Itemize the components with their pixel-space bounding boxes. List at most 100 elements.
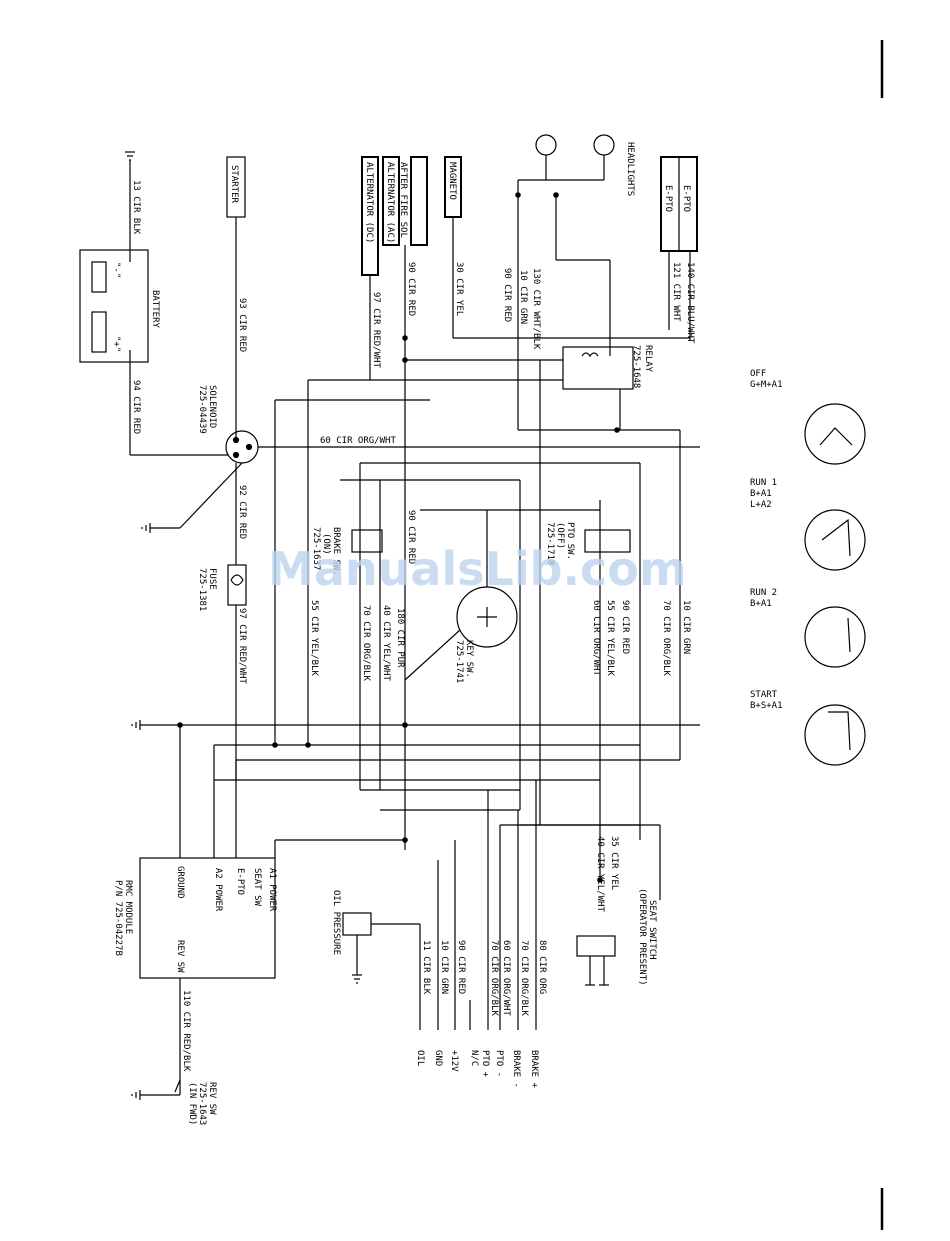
label-epto2: E-PTO	[663, 185, 673, 212]
label-w110: 110 CIR RED/BLK	[181, 990, 191, 1072]
label-relay: RELAY	[643, 345, 653, 373]
relay-symbol	[562, 346, 634, 390]
label-rmc-epto: E-PTO	[235, 868, 245, 895]
key-pos-run2-combo: B+A1	[750, 599, 772, 609]
label-conn-brake-m: BRAKE -	[511, 1050, 521, 1088]
label-rmc-a1: A1 POWER	[267, 868, 277, 912]
label-fuse-pn: 725-1381	[197, 568, 207, 611]
label-pto-sw: PTO SW.	[565, 522, 575, 560]
label-w90d: 90 CIR RED	[620, 600, 630, 654]
label-brake-on: (ON)	[321, 533, 331, 555]
label-alt-dc: ALTERNATOR (DC)	[364, 162, 374, 243]
label-starter: STARTER	[229, 165, 239, 204]
label-conn-gnd: GND	[433, 1050, 443, 1066]
battery-symbol	[79, 249, 149, 363]
brake-switch	[351, 529, 383, 553]
oil-pressure-sensor	[342, 912, 372, 936]
label-w40: 40 CIR YEL/WHT	[381, 605, 391, 681]
key-pos-off-title: OFF	[750, 369, 766, 379]
key-pos-run1-title: RUN 1	[750, 478, 777, 488]
label-battery: BATTERY	[150, 290, 160, 329]
label-w94: 94 CIR RED	[131, 380, 141, 434]
label-fuse: FUSE	[207, 568, 217, 590]
label-w40b: 40 CIR YEL/WHT	[595, 836, 605, 912]
alternator-ac-box	[382, 156, 400, 246]
label-solenoid: SOLENOID	[207, 385, 217, 428]
label-w13: 13 CIR BLK	[131, 180, 141, 235]
label-rmc-rev: REV SW	[175, 940, 185, 973]
key-pos-run1-combo: B+A1	[750, 489, 772, 499]
label-seat-op: (OPERATOR PRESENT)	[637, 888, 647, 986]
key-pos-run1-combo2: L+A2	[750, 500, 772, 510]
label-w90: 90 CIR RED	[406, 262, 416, 316]
headlight-left	[535, 134, 557, 156]
label-w180: 180 CIR PUR	[395, 608, 405, 668]
key-pos-off-combo: G+M+A1	[750, 380, 783, 390]
label-relay-pn: 725-1648	[631, 345, 641, 388]
headlight-right	[593, 134, 615, 156]
label-w92: 92 CIR RED	[237, 485, 247, 539]
label-w97-top: 97 CIR RED/WHT	[371, 292, 381, 368]
seat-switch	[576, 935, 616, 957]
dial-off	[804, 403, 866, 465]
label-w70c: 70 CIR ORG/BLK	[489, 940, 499, 1016]
label-after-fire: AFTER FIRE SOL	[398, 162, 408, 238]
pto-switch	[584, 529, 631, 553]
label-rmc-pn: P/N 725-04227B	[113, 880, 123, 956]
label-solenoid-pn: 725-04439	[197, 385, 207, 434]
label-rev-sw: REV SW	[207, 1082, 217, 1115]
label-alt-ac: ALTERNATOR (AC)	[385, 162, 395, 243]
key-pos-start-title: START	[750, 690, 778, 700]
label-w70b: 70 CIR ORG/BLK	[661, 600, 671, 676]
label-w55: 55 CIR YEL/BLK	[309, 600, 319, 676]
label-rmc: RMC MODULE	[123, 880, 133, 934]
label-w97: 97 CIR RED/WHT	[237, 608, 247, 684]
label-w130: 130 CIR WHT/BLK	[531, 268, 541, 350]
label-w90b: 90 CIR RED	[502, 268, 512, 322]
label-seat-sw: SEAT SWITCH	[647, 900, 657, 960]
dial-run1	[804, 509, 866, 571]
dial-start	[804, 704, 866, 766]
label-rev-in: (IN FWD)	[187, 1082, 197, 1125]
label-w30: 30 CIR YEL	[454, 262, 464, 316]
label-w90e: 90 CIR RED	[456, 940, 466, 994]
label-conn-nc: N/C	[469, 1050, 479, 1066]
label-headlights: HEADLIGHTS	[625, 142, 635, 196]
rmc-module-box	[139, 857, 276, 979]
label-w70d: 70 CIR ORG/BLK	[519, 940, 529, 1016]
label-rmc-gnd: GROUND	[175, 866, 185, 899]
label-w10: 10 CIR GRN	[518, 270, 528, 324]
label-conn-brake-p: BRAKE +	[529, 1050, 539, 1089]
label-conn-oil: OIL	[415, 1050, 425, 1066]
label-w35: 35 CIR YEL	[609, 836, 619, 890]
label-w10b: 10 CIR GRN	[681, 600, 691, 654]
label-brake-sw: BRAKE SW.	[331, 527, 341, 576]
label-batt-pos: "+"	[111, 336, 121, 352]
label-w70: 70 CIR ORG/BLK	[361, 605, 371, 681]
label-key-sw: KEY SW.	[464, 640, 474, 678]
label-key-pn: 725-1741	[454, 640, 464, 683]
label-w90c: 90 CIR RED	[406, 510, 416, 564]
label-w10c: 10 CIR GRN	[439, 940, 449, 994]
label-oil: OIL PRESSURE	[331, 890, 341, 955]
label-w60: 60 CIR ORG/WHT	[320, 436, 396, 446]
label-w60b: 60 CIR ORG/WHT	[591, 600, 601, 676]
label-rev-pn: 725-1643	[197, 1082, 207, 1125]
label-magneto: MAGNETO	[447, 162, 457, 200]
label-rmc-a2: A2 POWER	[213, 868, 223, 912]
fuse-symbol	[227, 564, 247, 606]
label-w93: 93 CIR RED	[237, 298, 247, 352]
label-conn-12v: +12V	[449, 1050, 459, 1072]
key-pos-run2-title: RUN 2	[750, 588, 777, 598]
label-w140: 140 CIR BLU/WHT	[685, 262, 695, 344]
after-fire-sol-box	[410, 156, 428, 246]
label-w11: 11 CIR BLK	[421, 940, 431, 995]
solenoid-symbol	[225, 430, 259, 464]
key-pos-start-combo: B+S+A1	[750, 701, 783, 711]
label-rmc-seat: SEAT SW	[252, 868, 262, 907]
label-brake-pn: 725-1637	[311, 527, 321, 570]
label-conn-pto-m: PTO -	[494, 1050, 504, 1077]
label-w80: 80 CIR ORG	[537, 940, 547, 994]
dial-run2	[804, 606, 866, 668]
